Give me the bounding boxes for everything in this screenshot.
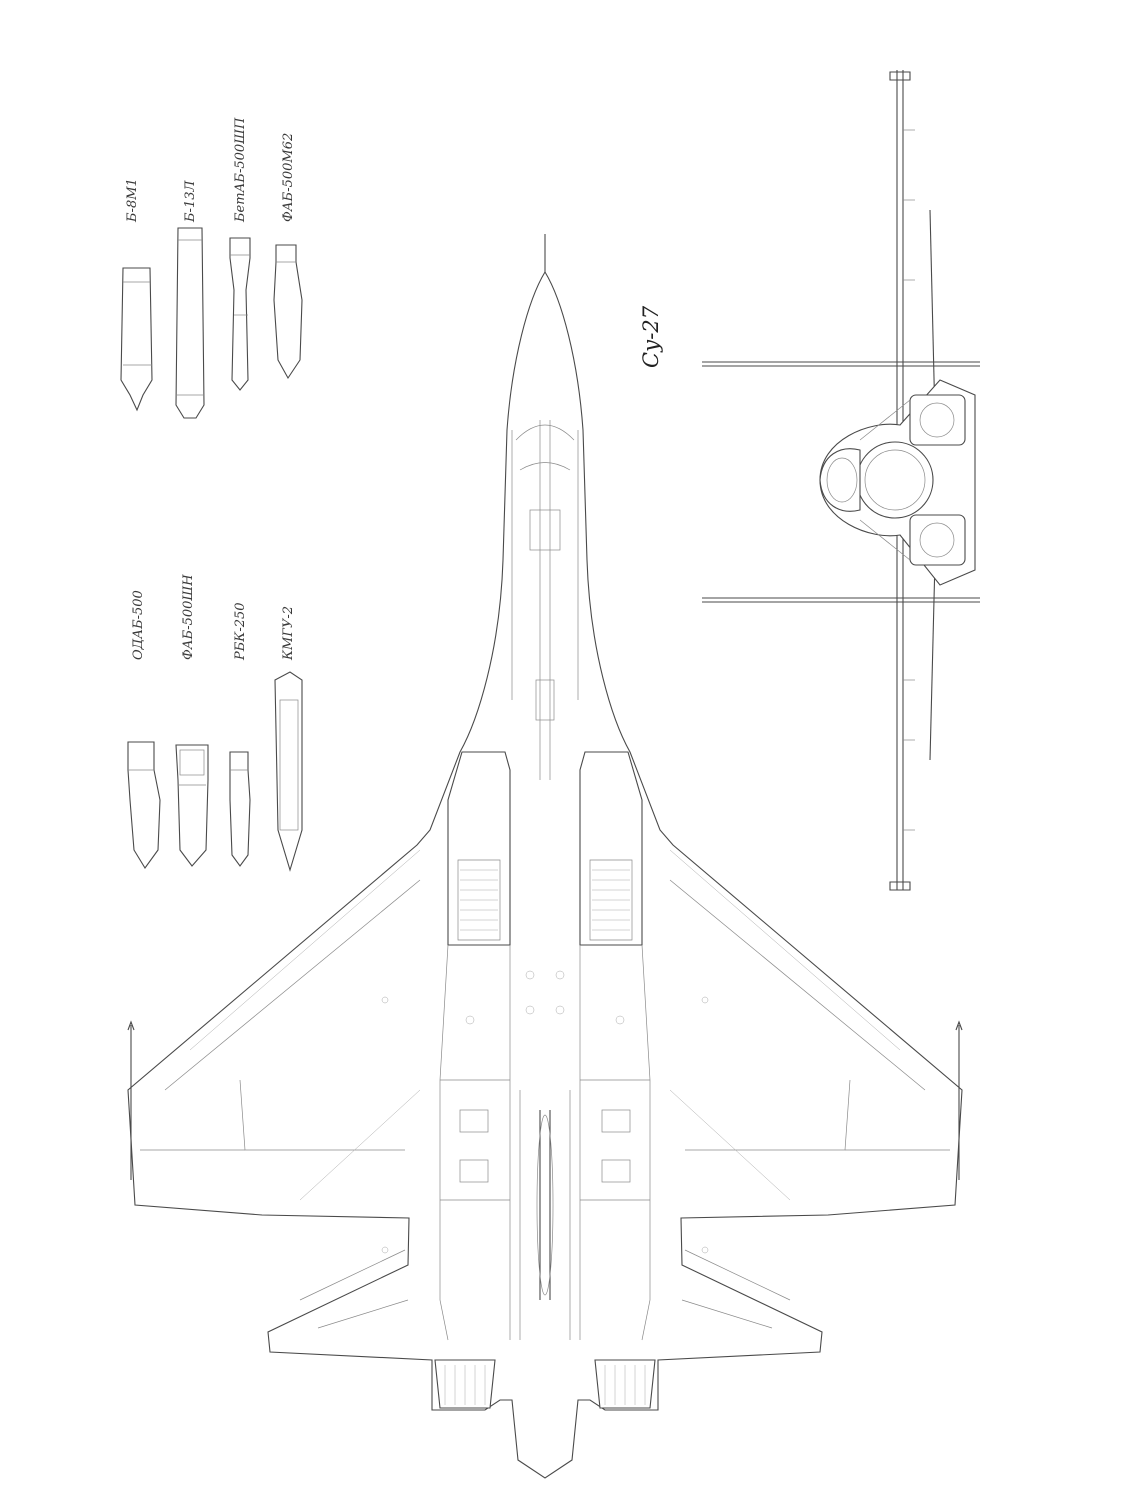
kmgu2-drawing [274,671,303,872]
betab500shp-drawing [229,237,251,391]
fab500m62-drawing [273,244,303,380]
weapons-row-1 [120,227,303,419]
label-betab500shp: БетАБ-500ШП [233,117,248,223]
label-fab500shn: ФАБ-500ШН [181,574,196,660]
b8m1-pod-drawing [120,267,153,412]
fab500shn-drawing [175,744,209,867]
label-odab500: ОДАБ-500 [131,590,146,660]
label-rbk250: РБК-250 [233,602,248,661]
rbk250-drawing [229,751,251,867]
front-view [702,70,980,891]
label-kmgu2: КМГУ-2 [281,606,296,661]
top-view-plan [127,234,963,1479]
right-nozzle [594,1359,656,1409]
left-nozzle [434,1359,496,1409]
odab500-drawing [127,741,161,869]
label-fab500m62: ФАБ-500М62 [281,133,296,222]
label-b13l: Б-13Л [183,180,198,223]
b13l-pod-drawing [175,227,205,419]
weapons-row-2 [127,671,303,872]
aircraft-title: Су-27 [639,305,663,368]
label-b8m1: Б-8М1 [125,178,140,223]
